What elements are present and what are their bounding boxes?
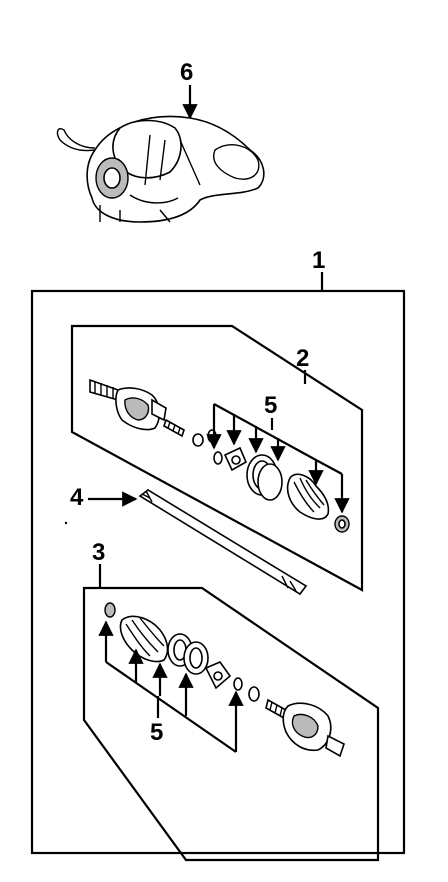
outer-clamp-small[interactable]	[213, 451, 223, 465]
inner-tripod[interactable]	[204, 661, 232, 690]
callout-1: 1	[312, 247, 325, 274]
inner-joint-kit-group: 3 5	[82, 539, 380, 862]
outer-joint-box	[70, 324, 364, 592]
callout-2: 2	[296, 345, 309, 372]
inner-boot[interactable]	[119, 615, 169, 663]
outer-tripod[interactable]	[223, 446, 248, 472]
outer-clip-ring[interactable]	[192, 429, 217, 447]
callout-3: 3	[92, 539, 105, 566]
assembly-frame	[30, 289, 406, 855]
inner-cv-joint[interactable]	[265, 698, 345, 758]
callout-6: 6	[180, 59, 193, 86]
axle-shaft[interactable]	[138, 489, 308, 596]
callout-4: 4	[70, 484, 84, 511]
callout-5-top: 5	[264, 392, 277, 419]
leader-5-bottom	[98, 620, 244, 753]
leader-5-top	[206, 403, 350, 514]
outer-boot[interactable]	[286, 473, 330, 520]
axle-shaft-group: 4	[70, 484, 308, 596]
outer-joint-kit-group: 2	[70, 324, 364, 592]
outer-boot-clamp-2[interactable]	[334, 515, 350, 533]
inner-joint-box	[82, 586, 380, 862]
differential-housing	[56, 115, 265, 223]
inner-clamp-small[interactable]	[104, 602, 116, 618]
inner-boot-clamp[interactable]	[167, 633, 209, 675]
stray-dot	[64, 521, 68, 525]
inner-clip-ring[interactable]	[233, 677, 260, 702]
outer-cv-joint[interactable]	[89, 378, 185, 438]
differential-carrier[interactable]: 6	[56, 59, 265, 223]
callout-5-bottom: 5	[150, 719, 163, 746]
outer-boot-clamp-1[interactable]	[246, 454, 283, 501]
